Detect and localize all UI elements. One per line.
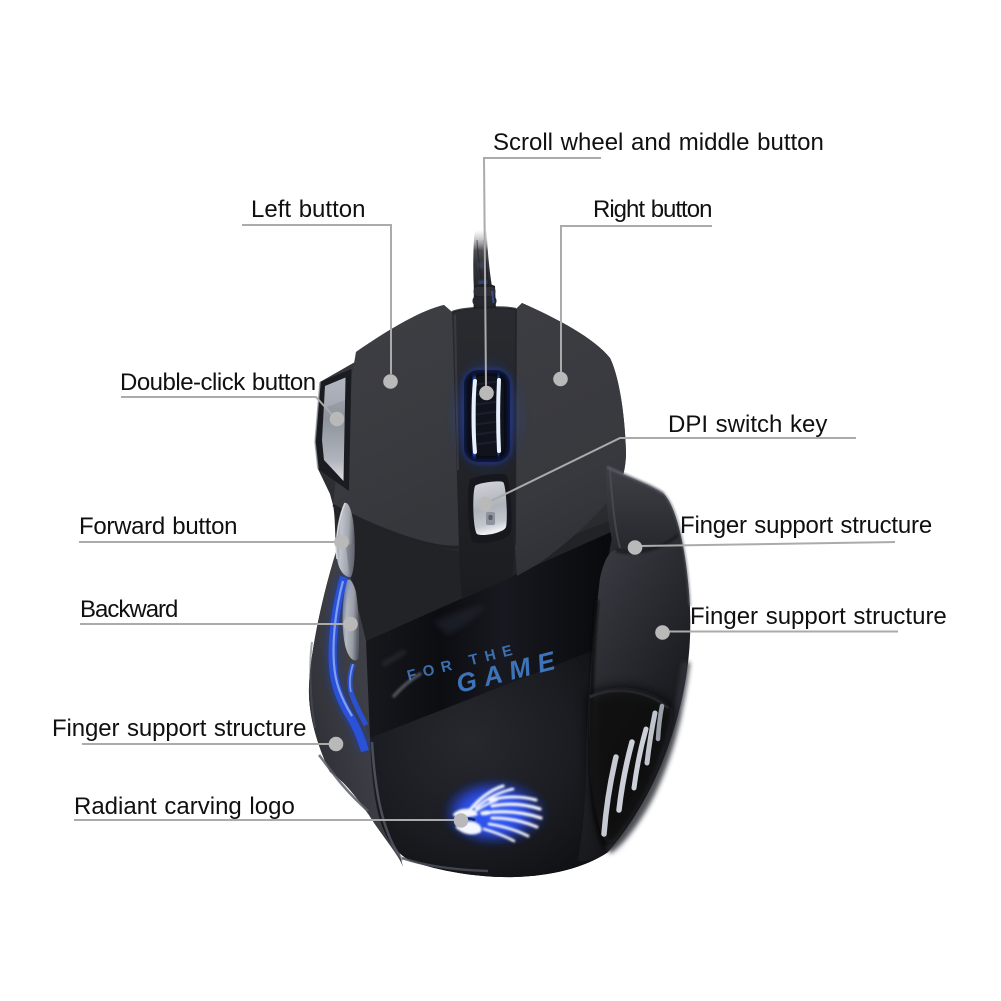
svg-text:Forward button: Forward button <box>79 513 237 540</box>
svg-text:Finger support structure: Finger support structure <box>52 715 306 742</box>
svg-text:Finger support structure: Finger support structure <box>680 512 932 539</box>
svg-text:DPI switch key: DPI switch key <box>668 411 827 438</box>
svg-text:Backward: Backward <box>80 596 177 623</box>
svg-text:Left button: Left button <box>251 196 365 223</box>
svg-text:Scroll wheel and middle button: Scroll wheel and middle button <box>493 129 824 156</box>
svg-text:Finger support structure: Finger support structure <box>690 603 947 630</box>
svg-text:Double-click button: Double-click button <box>120 369 316 396</box>
svg-text:Radiant carving logo: Radiant carving logo <box>74 793 295 820</box>
svg-text:Right button: Right button <box>593 196 711 223</box>
